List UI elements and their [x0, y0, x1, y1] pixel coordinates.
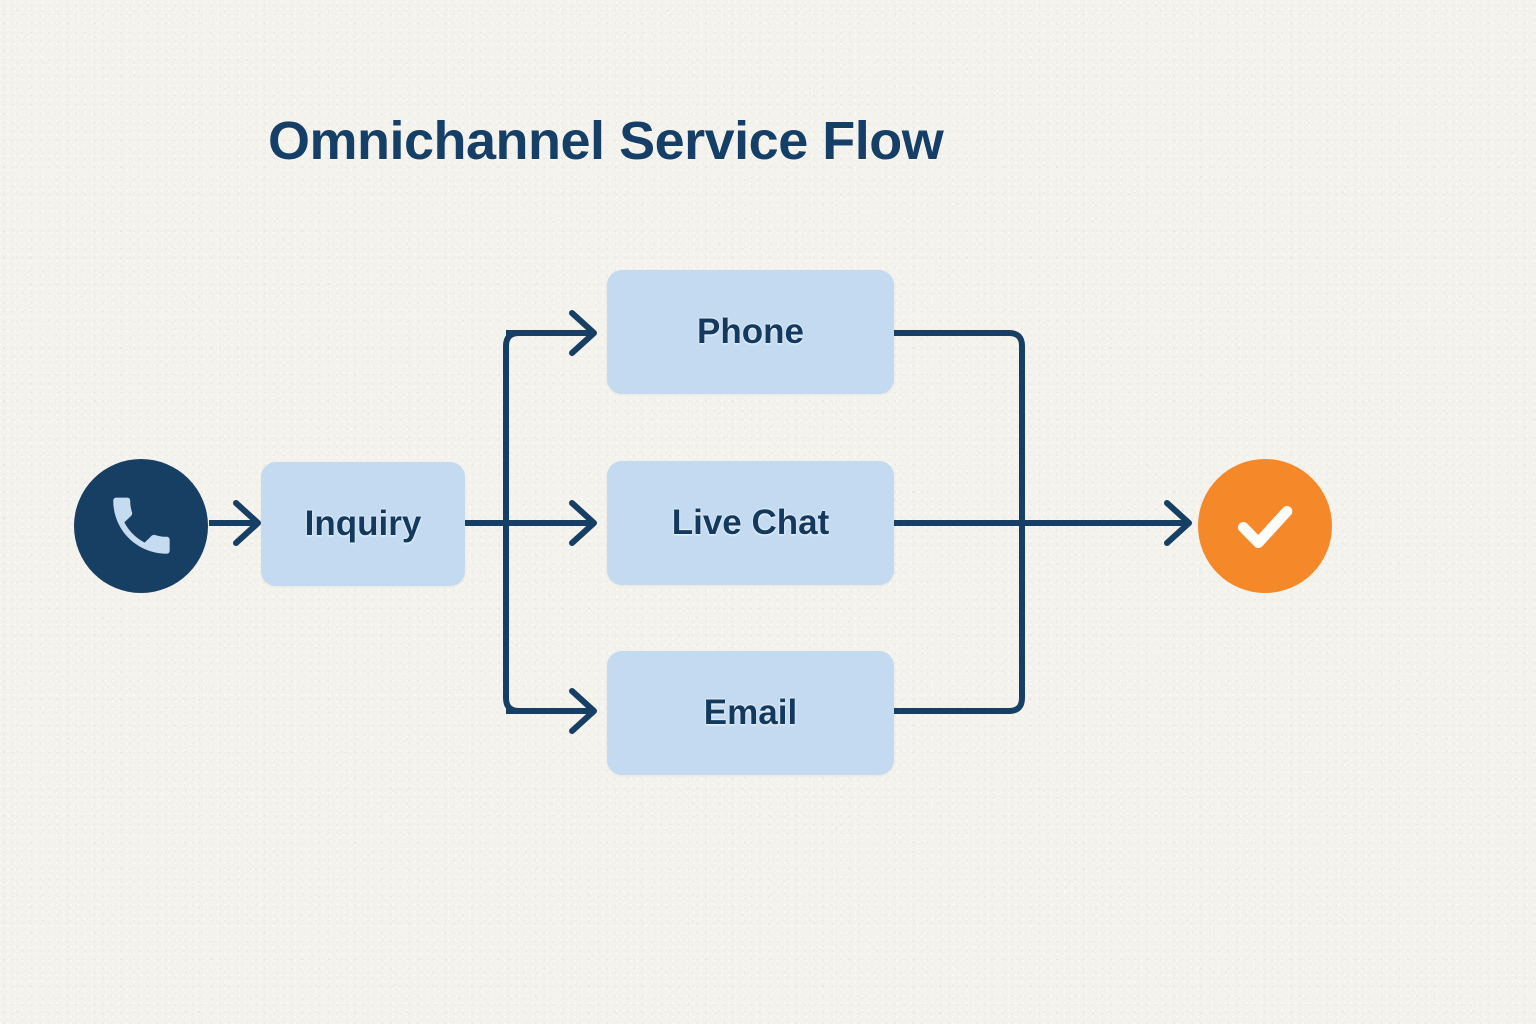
end-node-success-circle[interactable]: [1198, 459, 1332, 593]
edge-phone-to-merge: [894, 330, 1025, 523]
edge-email-to-merge: [894, 523, 1025, 714]
phone-handset-icon: [113, 497, 170, 554]
node-phone[interactable]: Phone: [607, 270, 894, 394]
page-title: Omnichannel Service Flow: [268, 111, 944, 171]
node-inquiry-label: Inquiry: [304, 504, 422, 543]
node-phone-label: Phone: [697, 312, 804, 351]
arrowhead-into-inquiry: [233, 500, 261, 546]
arrowhead-into-end: [1164, 500, 1192, 546]
start-node-phone-circle[interactable]: [74, 459, 208, 593]
arrowhead-into-email: [569, 688, 597, 734]
check-icon: [1238, 506, 1293, 548]
node-live-chat-label: Live Chat: [671, 503, 830, 542]
arrowhead-into-phone: [569, 310, 597, 356]
node-inquiry[interactable]: Inquiry: [261, 462, 465, 586]
node-live-chat[interactable]: Live Chat: [607, 461, 894, 585]
node-email[interactable]: Email: [607, 651, 894, 775]
node-email-label: Email: [703, 693, 798, 732]
arrowhead-into-chat: [569, 500, 597, 546]
